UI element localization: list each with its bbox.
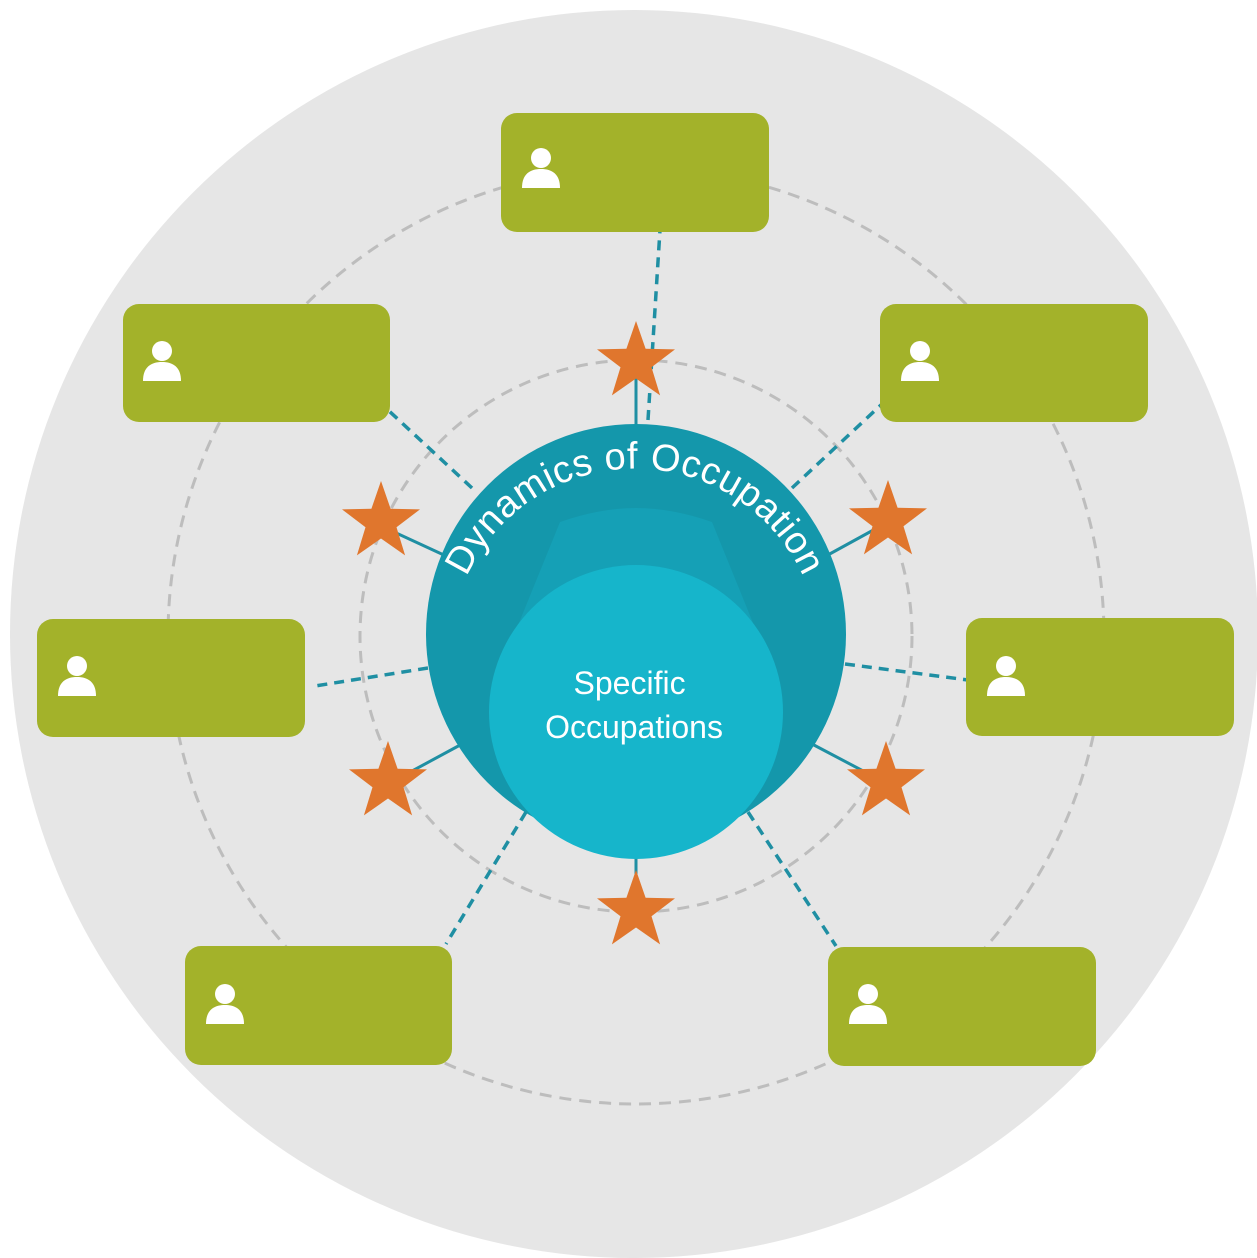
person-box-upper-left	[123, 304, 390, 422]
connector-upper-left	[386, 408, 474, 490]
specific-label-line2: Occupations	[545, 709, 723, 745]
person-box-right-rect	[966, 618, 1234, 736]
connector-left	[314, 666, 429, 688]
person-boxes	[37, 113, 1234, 1066]
person-box-left	[37, 619, 305, 737]
star-icon	[342, 481, 420, 556]
connector-upper-right	[790, 402, 884, 490]
person-box-upper-left-rect	[123, 304, 390, 422]
person-box-upper-right-rect	[880, 304, 1148, 422]
person-box-lower-left-rect	[185, 946, 452, 1065]
person-box-lower-right	[828, 947, 1096, 1066]
star-icon	[597, 870, 675, 945]
person-box-top	[501, 113, 769, 232]
star-icon	[349, 741, 427, 816]
specific-occupations-label: Specific Occupations	[545, 665, 723, 745]
star-icon	[849, 480, 927, 555]
connector-top	[646, 229, 662, 421]
person-box-upper-right	[880, 304, 1148, 422]
connector-right	[844, 662, 969, 682]
specific-occupations-circle	[489, 565, 783, 859]
star-icon	[597, 321, 675, 396]
star-icon	[847, 741, 925, 816]
person-box-lower-right-rect	[828, 947, 1096, 1066]
box-connectors	[314, 229, 969, 947]
connector-lower-right	[746, 811, 838, 947]
person-box-left-rect	[37, 619, 305, 737]
person-box-lower-left	[185, 946, 452, 1065]
stars	[342, 321, 927, 945]
specific-label-line1: Specific	[574, 665, 686, 701]
connector-lower-left	[444, 811, 528, 945]
person-box-right	[966, 618, 1234, 736]
person-box-top-rect	[501, 113, 769, 232]
